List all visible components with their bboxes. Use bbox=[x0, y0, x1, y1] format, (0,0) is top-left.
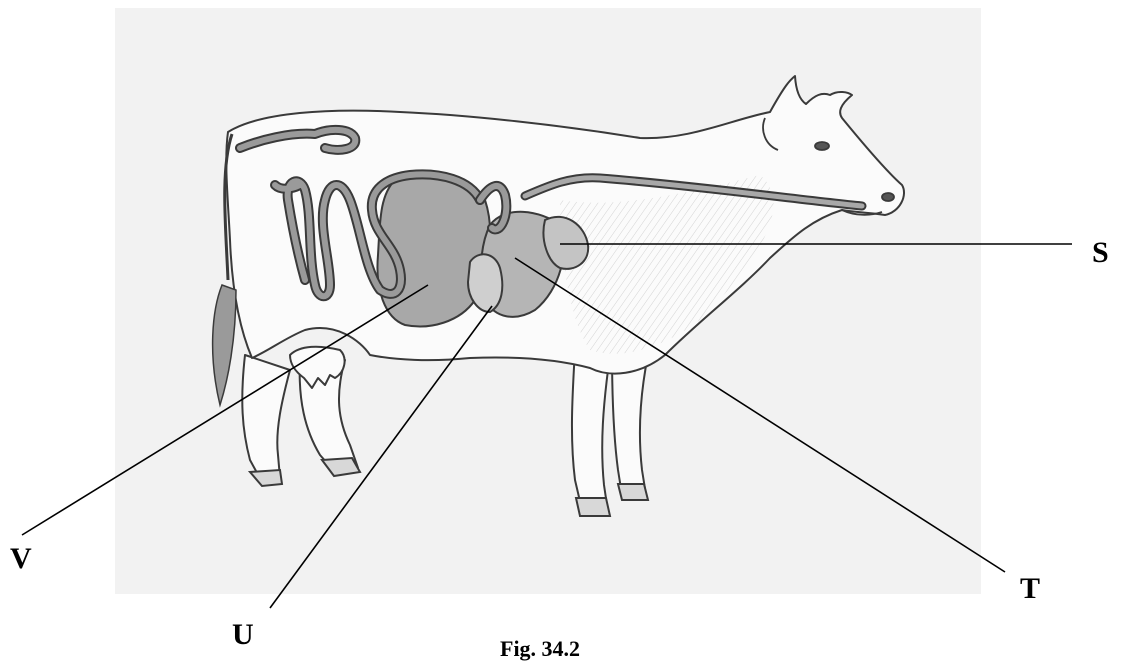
figure-caption: Fig. 34.2 bbox=[500, 638, 580, 660]
label-t: T bbox=[1020, 574, 1040, 604]
label-u: U bbox=[232, 620, 254, 650]
label-v: V bbox=[10, 544, 32, 574]
label-s: S bbox=[1092, 238, 1109, 268]
